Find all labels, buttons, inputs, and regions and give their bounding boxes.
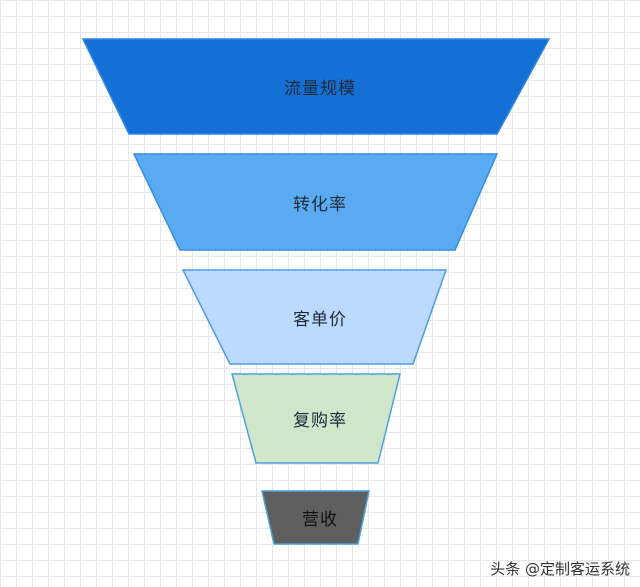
watermark: 头条 @定制客运系统	[490, 560, 630, 578]
funnel-stage-1-shape	[81, 38, 551, 135]
funnel-stage-4-shape	[231, 373, 401, 464]
funnel-stage-3-shape	[181, 269, 448, 365]
funnel-stage-5-shape	[261, 490, 370, 545]
funnel-stage-2-shape	[132, 153, 499, 251]
